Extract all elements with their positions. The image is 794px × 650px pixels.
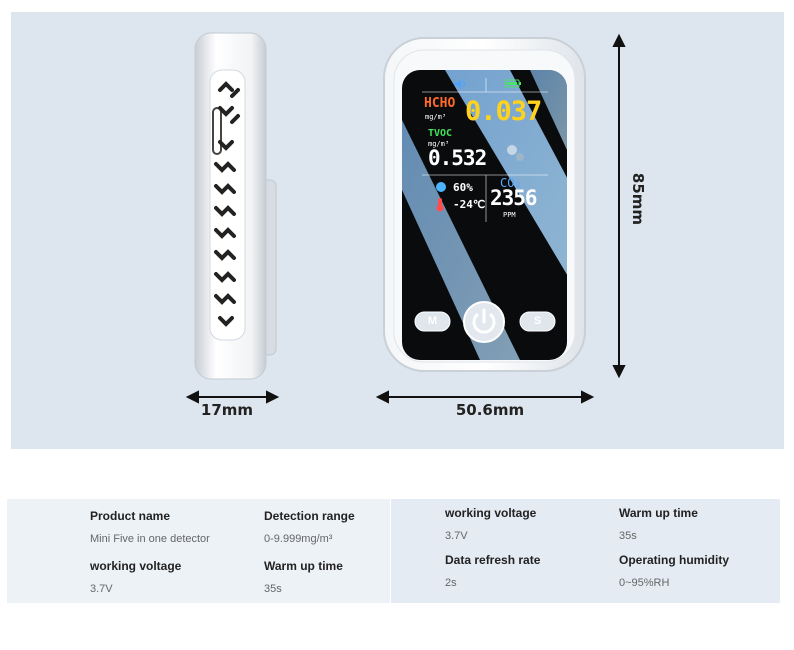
battery-icon xyxy=(504,79,521,88)
product-name-label: Product name xyxy=(90,509,171,523)
warm-up-time-value: 35s xyxy=(619,530,637,542)
warm-up-time-label: Warm up time xyxy=(619,506,698,520)
product-name-value: Mini Five in one detector xyxy=(90,533,210,545)
humidity-value: 60% xyxy=(453,181,473,194)
mode-button-label: M xyxy=(427,315,438,327)
data-refresh-rate-value: 2s xyxy=(445,577,457,589)
tvoc-value: 0.532 xyxy=(428,146,487,170)
co2-label: CO₂ xyxy=(500,176,522,190)
dimension-arrows xyxy=(185,33,626,404)
working-voltage-label: working voltage xyxy=(445,506,537,520)
vent-slots xyxy=(214,81,240,327)
detection-range-value: 0-9.999mg/m³ xyxy=(264,533,333,545)
tvoc-label: TVOC xyxy=(428,128,453,139)
power-button[interactable] xyxy=(463,301,505,343)
speaker-icon xyxy=(454,79,465,89)
tvoc-gauge-icon xyxy=(507,145,524,161)
set-button[interactable] xyxy=(519,311,556,332)
mode-button[interactable] xyxy=(414,311,451,332)
data-refresh-rate-label: Data refresh rate xyxy=(445,553,541,567)
co2-unit: PPM xyxy=(503,211,516,219)
warm-up-time-label: Warm up time xyxy=(264,559,343,573)
hcho-unit: mg/m³ xyxy=(425,113,447,121)
tvoc-unit: mg/m³ xyxy=(428,140,450,148)
operating-humidity-value: 0~95%RH xyxy=(619,577,670,589)
thickness-dimension-label: 17mm xyxy=(200,401,254,419)
working-voltage-value: 3.7V xyxy=(445,530,468,542)
humidity-icon xyxy=(436,182,446,192)
set-button-label: S xyxy=(533,315,542,327)
usb-c-port xyxy=(212,107,222,155)
spec-table-right: working voltage 3.7V Warm up time 35s Da… xyxy=(391,499,780,603)
working-voltage-value: 3.7V xyxy=(90,583,113,595)
operating-humidity-label: Operating humidity xyxy=(619,553,730,567)
detection-range-label: Detection range xyxy=(264,509,355,523)
co2-value: 2356 xyxy=(490,186,538,210)
spec-table-left: Product name Mini Five in one detector D… xyxy=(7,499,390,603)
hcho-value: 0.037 xyxy=(465,96,542,127)
device-illustration xyxy=(185,32,626,404)
warm-up-time-value: 35s xyxy=(264,583,282,595)
hcho-label: HCHO xyxy=(424,96,456,111)
power-icon xyxy=(472,308,496,334)
device-side-view xyxy=(194,32,277,380)
working-voltage-label: working voltage xyxy=(90,559,182,573)
temperature-value: -24℃ xyxy=(453,198,486,211)
height-dimension-label: 85mm xyxy=(629,172,647,226)
device-front-view xyxy=(383,37,586,372)
thermometer-icon xyxy=(436,198,444,212)
width-dimension-label: 50.6mm xyxy=(455,401,525,419)
